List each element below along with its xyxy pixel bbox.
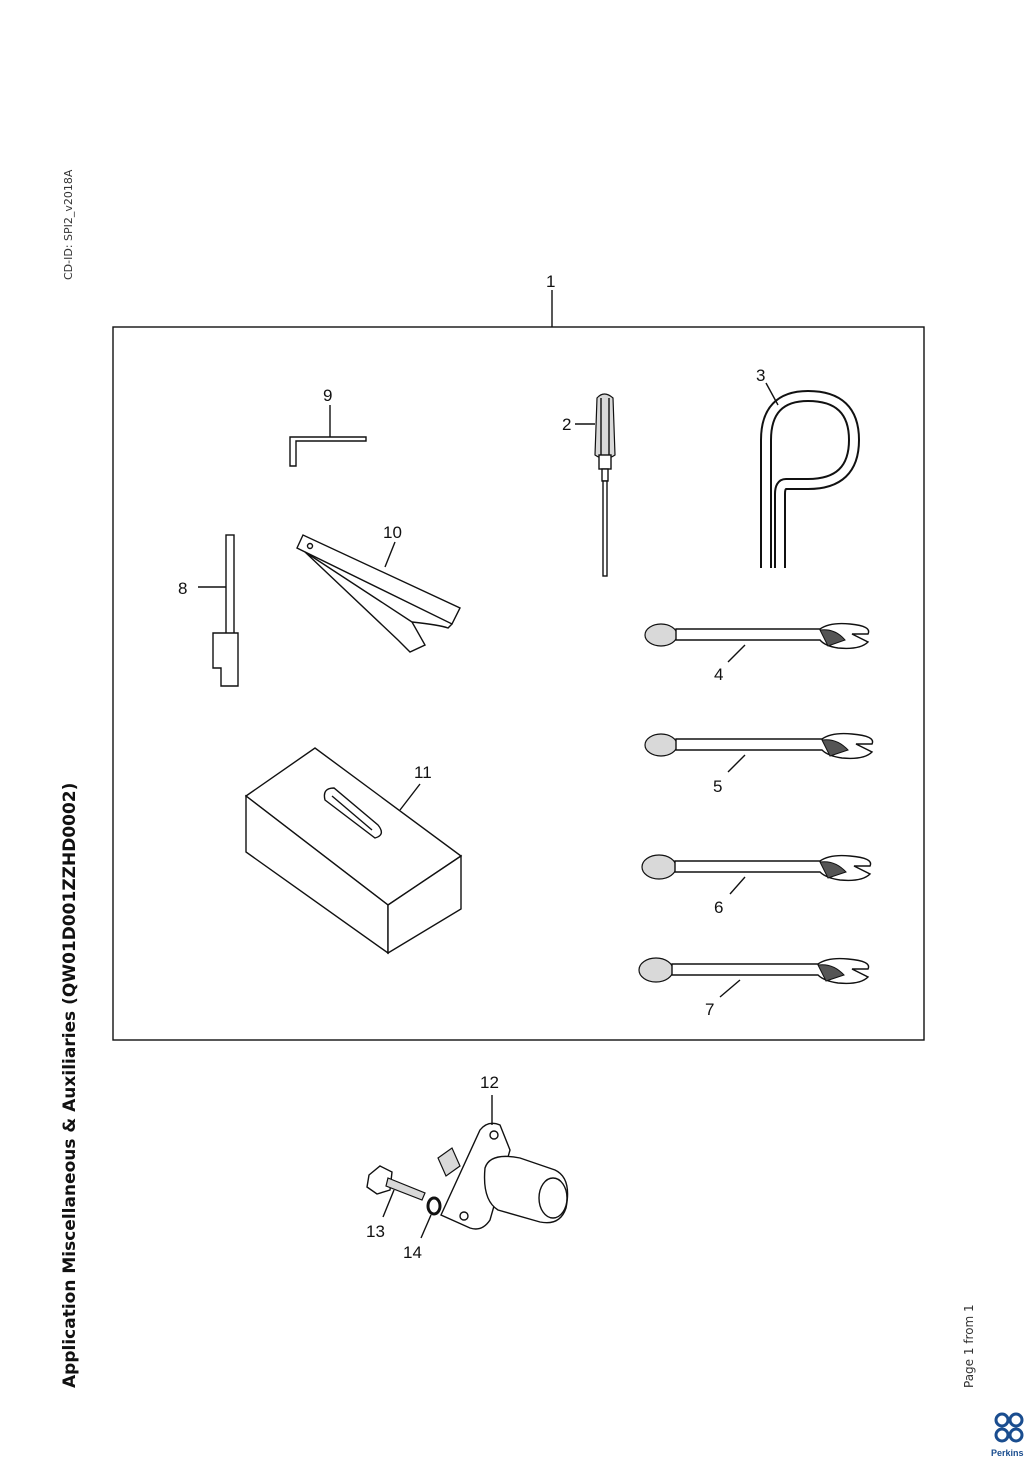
wrench-4-icon <box>644 622 870 663</box>
callout-1: 1 <box>546 272 555 291</box>
brand-label: Perkins <box>991 1448 1024 1458</box>
wrench-6-icon <box>641 854 872 895</box>
callout-2: 2 <box>562 415 571 434</box>
hinged-spanner-icon <box>296 534 461 653</box>
wrench-7-icon <box>638 957 870 998</box>
screwdriver-icon <box>575 393 616 577</box>
hex-key-icon <box>289 405 367 467</box>
washer-icon <box>420 1196 442 1239</box>
callout-11: 11 <box>414 763 432 782</box>
callout-3: 3 <box>756 366 765 385</box>
perkins-logo-icon <box>994 1412 1024 1443</box>
callout-14: 14 <box>403 1243 422 1262</box>
callout-4: 4 <box>714 665 723 684</box>
callout-8: 8 <box>178 579 187 598</box>
bolt-icon <box>366 1165 426 1218</box>
callout-9: 9 <box>323 386 332 405</box>
callout-7: 7 <box>705 1000 714 1019</box>
callout-10: 10 <box>383 523 402 542</box>
solenoid-icon <box>437 1095 569 1230</box>
callout-12: 12 <box>480 1073 499 1092</box>
toolbox-icon <box>244 747 463 955</box>
callout-6: 6 <box>714 898 723 917</box>
kit-frame <box>112 326 925 1041</box>
gauge-tool-icon <box>198 534 239 687</box>
wrench-5-icon <box>644 732 874 773</box>
hook-icon <box>760 382 861 568</box>
callout-5: 5 <box>713 777 722 796</box>
callout-13: 13 <box>366 1222 385 1241</box>
